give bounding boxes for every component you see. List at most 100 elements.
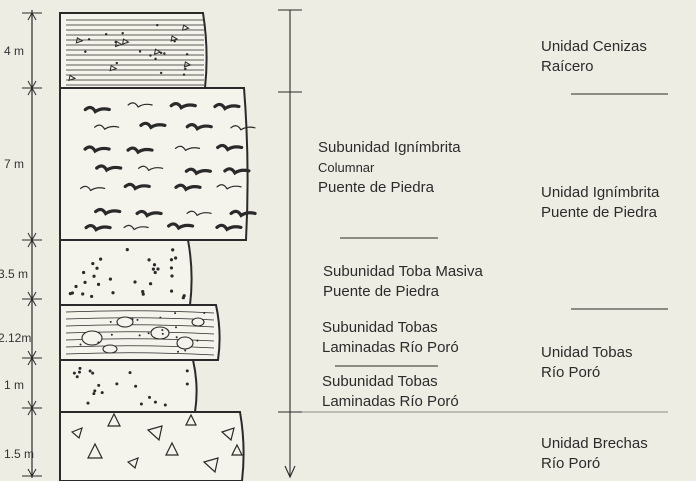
tuff-dot [174, 256, 178, 260]
fiamme-mark [94, 124, 120, 131]
tuff-dot [82, 270, 86, 275]
scale-arrowhead [27, 238, 37, 248]
tuff-dot [100, 391, 104, 395]
fiamme-mark [213, 102, 241, 111]
ash-fragment [109, 64, 118, 72]
fiamme-mark [230, 125, 256, 131]
fiamme-mark [94, 207, 122, 216]
fiamme-mark [216, 184, 242, 190]
ash-dot [104, 33, 108, 36]
tuff-dot [138, 334, 141, 337]
tuff-dot [141, 292, 145, 296]
breccia-clast [220, 427, 235, 442]
tuff-dot [163, 403, 167, 407]
tuff-dot [139, 402, 143, 406]
tuff-dot [90, 294, 94, 299]
tuff-dot [159, 316, 162, 319]
fiamme-mark [167, 222, 195, 231]
tuff-dot [97, 383, 101, 387]
thickness-label-ash: 4 m [4, 44, 25, 58]
fiamme-mark [127, 102, 153, 108]
ash-dot [163, 52, 166, 55]
breccia-clast [87, 442, 103, 459]
tuff-dot [181, 296, 185, 300]
tuff-dot [171, 248, 175, 252]
breccia-clast [107, 412, 121, 427]
ash-fragment [75, 37, 84, 44]
ash-dot [84, 50, 87, 53]
fiamme-mark [223, 167, 251, 176]
tuff-dot [74, 284, 78, 289]
fiamme-mark [174, 145, 201, 152]
tuff-dot [175, 326, 178, 329]
fiamme-mark [135, 209, 163, 218]
tuff-dot [161, 329, 164, 332]
tuff-dot [97, 341, 100, 344]
fiamme-mark [83, 105, 111, 114]
tuff-dot [170, 274, 174, 278]
tuff-dot [83, 280, 87, 284]
tuff-dot [79, 343, 82, 346]
tuff-dot [88, 369, 92, 373]
tuff-dot [184, 349, 187, 352]
tuff-dot [156, 267, 160, 271]
fiamme-mark [123, 224, 149, 231]
fiamme-mark [83, 145, 111, 154]
scale-arrowhead [27, 468, 37, 478]
tuff-dot [133, 280, 137, 284]
ash-fragment [68, 74, 77, 82]
thickness-label-laminated-tuff-lower: 1 m [4, 378, 25, 392]
tuff-dot [70, 291, 75, 295]
unit-label-ash: Unidad Cenizas Raícero [541, 38, 647, 75]
tuff-lamination [65, 331, 215, 335]
unit-boundary-axis [278, 9, 668, 479]
tuff-dot [110, 333, 113, 336]
fiamme-mark [80, 185, 106, 192]
fiamme-mark [216, 143, 244, 152]
tuff-dot [81, 292, 85, 296]
fiamme-mark [84, 223, 112, 232]
tuff-dot [147, 332, 150, 335]
tuff-dot [109, 320, 112, 323]
tuff-dot [151, 267, 155, 271]
breccia-clast [165, 441, 179, 456]
breccia-clast [126, 456, 139, 470]
breccia-clast [70, 426, 83, 440]
subunit-label-ignimbrite-columnar: Subunidad Ignímbrita Columnar Puente de … [318, 139, 461, 196]
ash-dot [154, 57, 157, 61]
scale-arrowhead [27, 11, 37, 21]
tuff-dot [153, 400, 157, 404]
ash-dot [156, 23, 159, 27]
fiamme-mark [174, 183, 202, 192]
tuff-lamination [65, 345, 215, 349]
tuff-dot [125, 248, 129, 252]
breccia-clast [202, 457, 219, 474]
ash-dot [185, 53, 189, 56]
ash-dot [159, 71, 163, 75]
fiamme-mark [126, 146, 154, 155]
ash-dot [149, 54, 152, 57]
thickness-label-massive-tuff: 3.5 m [0, 267, 29, 281]
tuff-dot [203, 312, 206, 315]
tuff-dot [115, 382, 119, 386]
thickness-label-laminated-tuff-upper: 2.12m [0, 331, 32, 345]
lapilli-blob [191, 317, 205, 327]
breccia-clast [231, 443, 243, 456]
tuff-dot [134, 384, 138, 388]
fiamme-mark [169, 102, 197, 110]
tuff-dot [91, 261, 95, 266]
unit-label-tuffs: Unidad Tobas Río Poró [541, 344, 633, 381]
scale-arrowhead [27, 297, 37, 307]
tuff-dot [196, 339, 199, 342]
ash-fragment [153, 48, 162, 55]
tuff-dot [148, 282, 153, 286]
ash-dot [173, 40, 176, 43]
ash-fragment [183, 61, 192, 68]
tuff-dot [92, 274, 96, 278]
tuff-dot [92, 392, 96, 396]
fiamme-mark [229, 209, 257, 218]
tuff-dot [153, 270, 157, 275]
lithology-patterns [65, 19, 257, 474]
ash-fragment [181, 24, 190, 31]
tuff-lamination [65, 352, 215, 356]
